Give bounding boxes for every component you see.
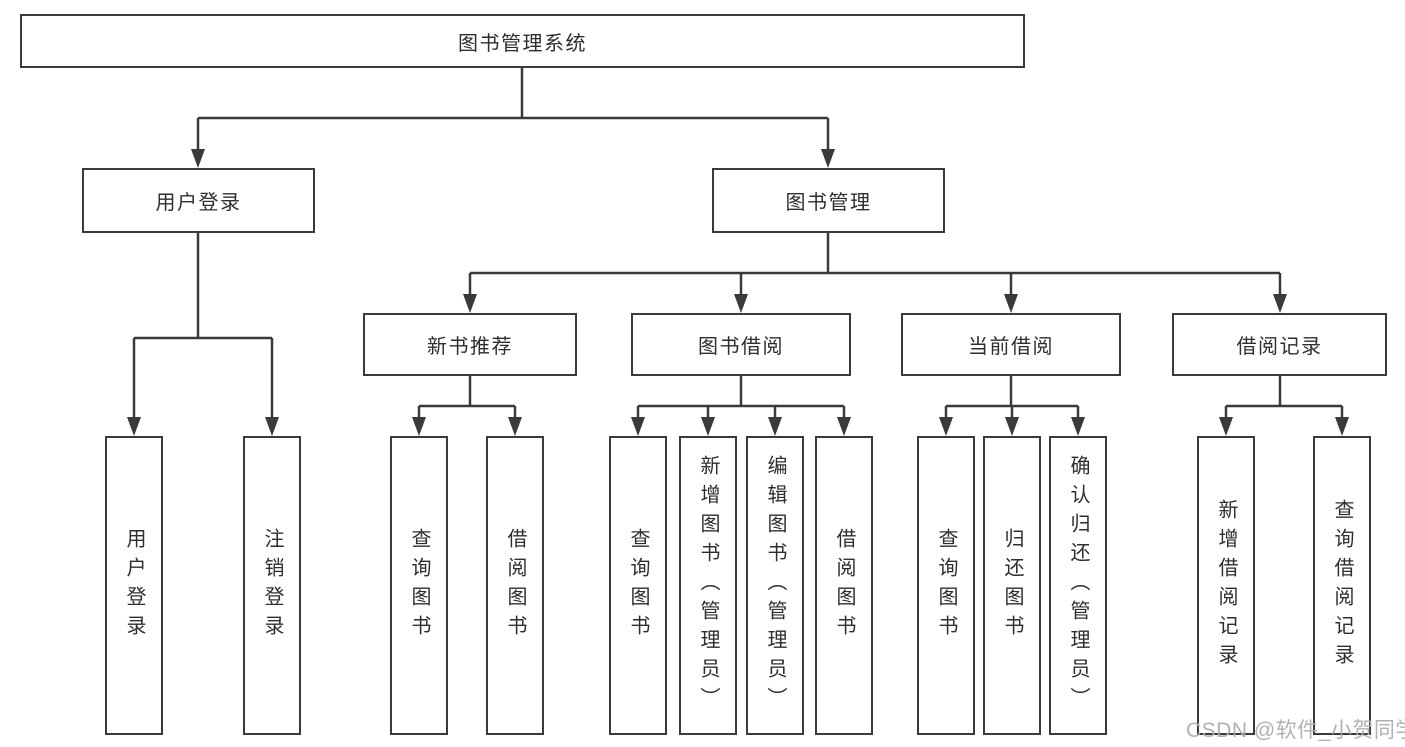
- leaf-borrow-query-books-label: 查询图书: [627, 527, 649, 644]
- leaf-newbook-borrow-books-label: 借阅图书: [504, 527, 526, 644]
- leaf-current-confirm-return-admin: 确认归还（管理员）: [1049, 436, 1107, 735]
- leaf-borrow-edit-books-admin-label: 编辑图书（管理员）: [764, 455, 786, 716]
- node-book-borrow-label: 图书借阅: [698, 336, 784, 358]
- leaf-borrow-borrow-books-label: 借阅图书: [833, 527, 855, 644]
- leaf-current-query-books: 查询图书: [917, 436, 975, 735]
- leaf-user-login-label: 用户登录: [123, 527, 145, 644]
- leaf-user-login: 用户登录: [105, 436, 163, 735]
- leaf-record-query-borrow-record: 查询借阅记录: [1313, 436, 1371, 735]
- node-user-login-label: 用户登录: [155, 192, 242, 214]
- node-book-management-label: 图书管理: [785, 192, 872, 214]
- connector-currentborrow-to-leaves: [944, 376, 1080, 420]
- leaf-current-return-books-label: 归还图书: [1001, 527, 1023, 644]
- leaf-record-query-borrow-record-label: 查询借阅记录: [1331, 498, 1353, 673]
- node-user-login: 用户登录: [82, 168, 315, 233]
- node-current-borrow-label: 当前借阅: [968, 336, 1054, 358]
- connector-borrowrecord-to-leaves: [1224, 376, 1344, 420]
- connector-root-to-level2: [196, 68, 830, 152]
- connector-bookmgmt-to-level3: [468, 233, 1282, 296]
- node-root: 图书管理系统: [20, 14, 1025, 68]
- node-current-borrow: 当前借阅: [901, 313, 1121, 376]
- leaf-newbook-query-books: 查询图书: [390, 436, 448, 735]
- leaf-borrow-add-books-admin-label: 新增图书（管理员）: [697, 455, 719, 716]
- connector-userlogin-to-leaves: [132, 233, 274, 420]
- leaf-newbook-query-books-label: 查询图书: [408, 527, 430, 644]
- leaf-logout: 注销登录: [243, 436, 301, 735]
- node-book-management: 图书管理: [712, 168, 945, 233]
- connector-newbook-to-leaves: [417, 376, 517, 420]
- leaf-current-confirm-return-admin-label: 确认归还（管理员）: [1067, 455, 1089, 716]
- node-new-book-recommend-label: 新书推荐: [427, 336, 513, 358]
- leaf-borrow-edit-books-admin: 编辑图书（管理员）: [746, 436, 804, 735]
- leaf-current-return-books: 归还图书: [983, 436, 1041, 735]
- leaf-newbook-borrow-books: 借阅图书: [486, 436, 544, 735]
- csdn-watermark: CSDN @软件_小贺同学: [1186, 719, 1405, 742]
- leaf-borrow-borrow-books: 借阅图书: [815, 436, 873, 735]
- node-borrow-record: 借阅记录: [1172, 313, 1387, 376]
- leaf-logout-label: 注销登录: [261, 527, 283, 644]
- node-new-book-recommend: 新书推荐: [363, 313, 577, 376]
- leaf-record-add-borrow-record: 新增借阅记录: [1197, 436, 1255, 735]
- node-borrow-record-label: 借阅记录: [1236, 336, 1323, 358]
- leaf-current-query-books-label: 查询图书: [935, 527, 957, 644]
- leaf-record-add-borrow-record-label: 新增借阅记录: [1215, 498, 1237, 673]
- node-book-borrow: 图书借阅: [631, 313, 851, 376]
- leaf-borrow-add-books-admin: 新增图书（管理员）: [679, 436, 737, 735]
- connector-bookborrow-to-leaves: [636, 376, 846, 420]
- node-root-label: 图书管理系统: [458, 32, 587, 55]
- arrowheads: [127, 149, 1349, 436]
- leaf-borrow-query-books: 查询图书: [609, 436, 667, 735]
